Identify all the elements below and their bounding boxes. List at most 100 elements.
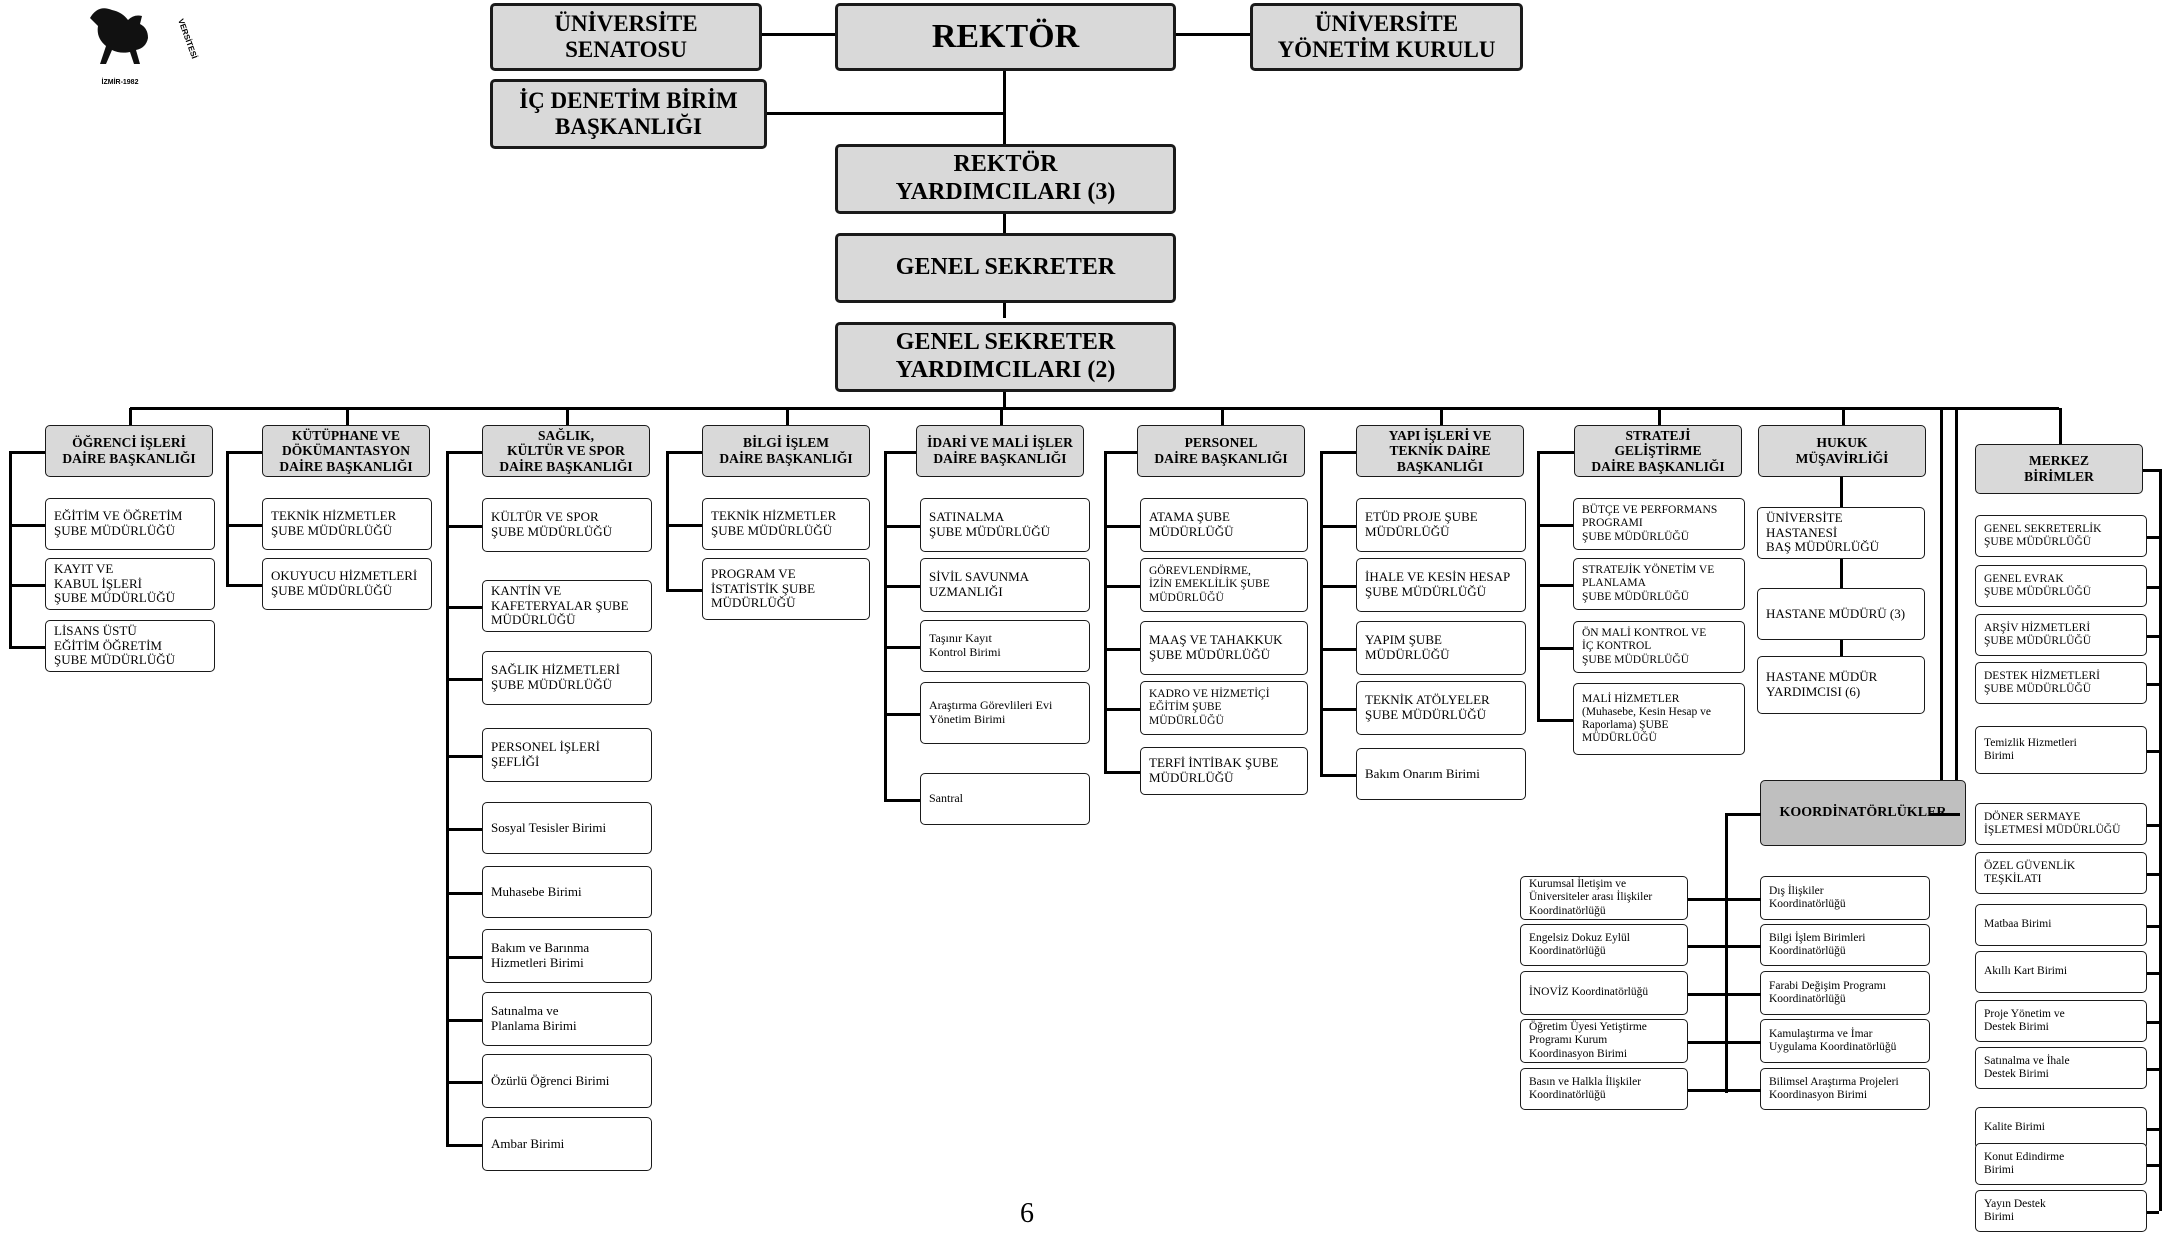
connector-line bbox=[1320, 525, 1356, 528]
unit-box-9-12: Konut Edindirme Birimi bbox=[1975, 1143, 2147, 1185]
connector-line bbox=[226, 524, 262, 527]
unit-box-2-8: Özürlü Öğrenci Birimi bbox=[482, 1054, 652, 1108]
coordinator-left-2: İNOVİZ Koordinatörlüğü bbox=[1520, 971, 1688, 1015]
connector-line bbox=[1930, 813, 1960, 816]
unit-box-1-1: OKUYUCU HİZMETLERİ ŞUBE MÜDÜRLÜĞÜ bbox=[262, 558, 432, 610]
connector-line bbox=[566, 408, 569, 425]
connector-line bbox=[2147, 925, 2159, 928]
connector-line bbox=[2147, 1021, 2159, 1024]
unit-box-6-3: TEKNİK ATÖLYELER ŞUBE MÜDÜRLÜĞÜ bbox=[1356, 681, 1526, 735]
connector-line bbox=[446, 1144, 482, 1147]
connector-line bbox=[446, 755, 482, 758]
department-header-0: ÖĞRENCİ İŞLERİ DAİRE BAŞKANLIĞI bbox=[45, 425, 213, 477]
connector-line bbox=[1320, 585, 1356, 588]
unit-box-4-0: SATINALMA ŞUBE MÜDÜRLÜĞÜ bbox=[920, 498, 1090, 552]
connector-line bbox=[1688, 1041, 1726, 1044]
universite-yonetim-kurulu-box: ÜNİVERSİTE YÖNETİM KURULU bbox=[1250, 3, 1523, 71]
connector-line bbox=[1320, 708, 1356, 711]
rektor-yardimcilari-box: REKTÖR YARDIMCILARI (3) bbox=[835, 144, 1176, 214]
connector-line bbox=[1104, 708, 1140, 711]
coordinator-left-3: Öğretim Üyesi Yetiştirme Programı Kurum … bbox=[1520, 1019, 1688, 1063]
connector-line bbox=[1320, 648, 1356, 651]
unit-box-8-0: ÜNİVERSİTE HASTANESİ BAŞ MÜDÜRLÜĞÜ bbox=[1757, 507, 1925, 559]
unit-box-5-2: MAAŞ VE TAHAKKUK ŞUBE MÜDÜRLÜĞÜ bbox=[1140, 621, 1308, 675]
connector-line bbox=[2147, 1128, 2159, 1131]
connector-line bbox=[446, 828, 482, 831]
coordinator-right-4: Bilimsel Araştırma Projeleri Koordinasyo… bbox=[1760, 1068, 1930, 1110]
unit-box-4-2: Taşınır Kayıt Kontrol Birimi bbox=[920, 620, 1090, 672]
connector-line bbox=[884, 799, 920, 802]
unit-box-9-6: ÖZEL GÜVENLİK TEŞKİLATI bbox=[1975, 852, 2147, 894]
ic-denetim-box: İÇ DENETİM BİRİM BAŞKANLIĞI bbox=[490, 79, 767, 149]
unit-box-5-1: GÖREVLENDİRME, İZİN EMEKLİLİK ŞUBE MÜDÜR… bbox=[1140, 558, 1308, 612]
connector-line bbox=[2147, 824, 2159, 827]
department-header-6: YAPI İŞLERİ VE TEKNİK DAİRE BAŞKANLIĞI bbox=[1356, 425, 1524, 477]
connector-line bbox=[884, 525, 920, 528]
connector-line bbox=[1537, 719, 1573, 722]
connector-line bbox=[884, 451, 916, 454]
connector-line bbox=[446, 956, 482, 959]
connector-line bbox=[1688, 993, 1726, 996]
connector-line bbox=[1658, 408, 1661, 425]
coordinator-left-4: Basın ve Halkla İlişkiler Koordinatörlüğ… bbox=[1520, 1068, 1688, 1110]
unit-box-9-5: DÖNER SERMAYE İŞLETMESİ MÜDÜRLÜĞÜ bbox=[1975, 803, 2147, 845]
unit-box-5-3: KADRO VE HİZMETİÇİ EĞİTİM ŞUBE MÜDÜRLÜĞÜ bbox=[1140, 681, 1308, 735]
unit-box-2-1: KANTİN VE KAFETERYALAR ŞUBE MÜDÜRLÜĞÜ bbox=[482, 580, 652, 632]
connector-line bbox=[1104, 585, 1140, 588]
connector-line bbox=[2147, 972, 2159, 975]
connector-line bbox=[1940, 408, 1943, 813]
coordinator-right-3: Kamulaştırma ve İmar Uygulama Koordinatö… bbox=[1760, 1019, 1930, 1063]
unit-box-9-13: Yayın Destek Birimi bbox=[1975, 1190, 2147, 1232]
coordinator-right-1: Bilgi İşlem Birimleri Koordinatörlüğü bbox=[1760, 924, 1930, 966]
connector-line bbox=[884, 451, 887, 799]
connector-line bbox=[129, 408, 132, 425]
department-header-3: BİLGİ İŞLEM DAİRE BAŞKANLIĞI bbox=[702, 425, 870, 477]
unit-box-9-0: GENEL SEKRETERLİK ŞUBE MÜDÜRLÜĞÜ bbox=[1975, 515, 2147, 557]
unit-box-8-1: HASTANE MÜDÜRÜ (3) bbox=[1757, 588, 1925, 640]
connector-line bbox=[1000, 408, 1003, 425]
connector-line bbox=[1537, 524, 1573, 527]
connector-line bbox=[1320, 451, 1356, 454]
connector-line bbox=[1840, 559, 1843, 588]
connector-line bbox=[446, 1081, 482, 1084]
connector-line bbox=[884, 646, 920, 649]
connector-line bbox=[1727, 1089, 1761, 1092]
connector-line bbox=[1320, 451, 1323, 774]
unit-box-8-2: HASTANE MÜDÜR YARDIMCISI (6) bbox=[1757, 656, 1925, 714]
connector-line bbox=[1221, 408, 1224, 425]
department-header-8: HUKUK MÜŞAVİRLİĞİ bbox=[1758, 425, 1926, 477]
unit-box-2-3: PERSONEL İŞLERİ ŞEFLİĞİ bbox=[482, 728, 652, 782]
connector-line bbox=[1727, 898, 1761, 901]
connector-line bbox=[1537, 647, 1573, 650]
genel-sekreter-box: GENEL SEKRETER bbox=[835, 233, 1176, 303]
connector-line bbox=[446, 1019, 482, 1022]
connector-line bbox=[9, 451, 12, 646]
connector-line bbox=[1320, 774, 1356, 777]
unit-box-9-10: Satınalma ve İhale Destek Birimi bbox=[1975, 1047, 2147, 1089]
connector-line bbox=[226, 451, 229, 584]
connector-line bbox=[346, 408, 349, 425]
unit-box-4-3: Araştırma Görevlileri Evi Yönetim Birimi bbox=[920, 682, 1090, 744]
unit-box-7-1: STRATEJİK YÖNETİM VE PLANLAMA ŞUBE MÜDÜR… bbox=[1573, 558, 1745, 610]
department-header-5: PERSONEL DAİRE BAŞKANLIĞI bbox=[1137, 425, 1305, 477]
connector-line bbox=[1104, 525, 1140, 528]
connector-line bbox=[666, 451, 702, 454]
connector-line bbox=[2147, 1211, 2159, 1214]
unit-box-2-5: Muhasebe Birimi bbox=[482, 866, 652, 918]
university-logo: İZMİR-1982 VERSİTESİ bbox=[90, 8, 199, 86]
connector-line bbox=[2147, 750, 2159, 753]
coordinator-right-0: Dış İlişkiler Koordinatörlüğü bbox=[1760, 876, 1930, 920]
unit-box-6-2: YAPIM ŞUBE MÜDÜRLÜĞÜ bbox=[1356, 621, 1526, 675]
connector-line bbox=[884, 713, 920, 716]
connector-line bbox=[1537, 584, 1573, 587]
connector-line bbox=[666, 451, 669, 589]
unit-box-9-1: GENEL EVRAK ŞUBE MÜDÜRLÜĞÜ bbox=[1975, 565, 2147, 607]
unit-box-9-7: Matbaa Birimi bbox=[1975, 904, 2147, 946]
unit-box-9-11: Kalite Birimi bbox=[1975, 1107, 2147, 1149]
unit-box-7-3: MALİ HİZMETLER (Muhasebe, Kesin Hesap ve… bbox=[1573, 683, 1745, 755]
connector-line bbox=[2147, 873, 2159, 876]
unit-box-7-2: ÖN MALİ KONTROL VE İÇ KONTROL ŞUBE MÜDÜR… bbox=[1573, 621, 1745, 673]
logo-city-text: İZMİR-1982 bbox=[102, 78, 139, 86]
unit-box-9-8: Akıllı Kart Birimi bbox=[1975, 951, 2147, 993]
